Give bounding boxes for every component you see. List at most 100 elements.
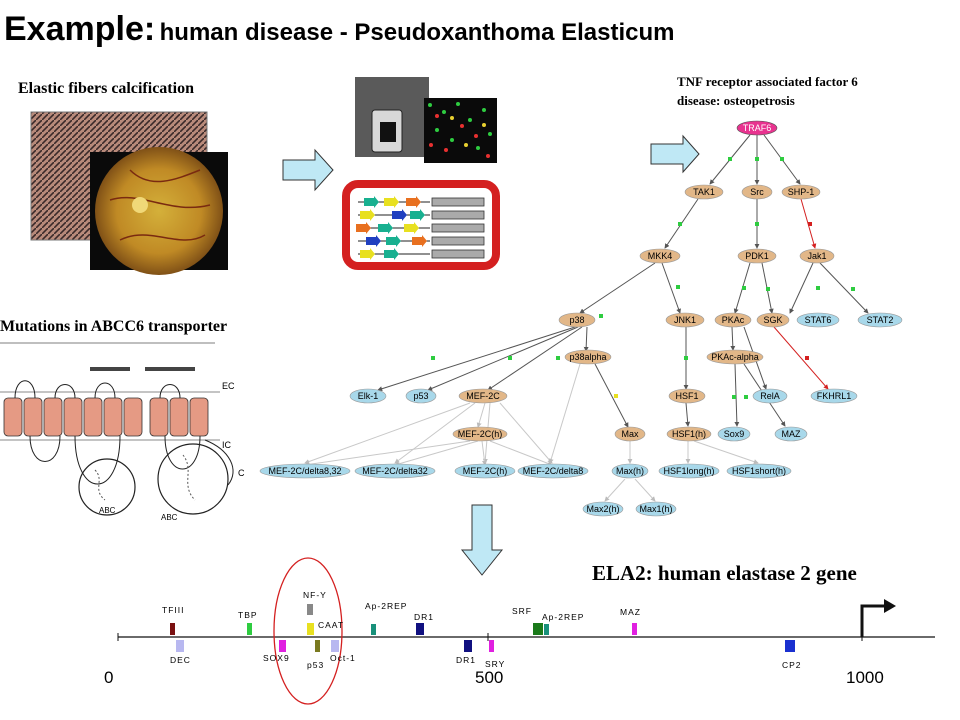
traf6-caption-line1: TNF receptor associated factor 6 [677,74,858,89]
svg-text:HSF1: HSF1 [675,391,698,401]
abc-domain-label-1: ABC [99,506,116,515]
node-sox9: Sox9 [717,426,751,442]
axis-tick-1000: 1000 [846,668,884,687]
node-max-h: Max(h) [611,463,649,479]
site-ap2rep-1: Ap-2REP [365,601,407,611]
svg-text:MAZ: MAZ [782,429,802,439]
svg-text:MEF-2C: MEF-2C [466,391,500,401]
svg-text:Jak1: Jak1 [807,251,826,261]
mutations-label: Mutations in ABCC6 transporter [0,318,228,335]
microarray-image [355,77,497,163]
node-pkac-alpha: PKAc-alpha [706,349,764,365]
elastic-fibers-label: Elastic fibers calcification [18,80,194,97]
site-cp2: CP2 [782,660,802,670]
node-jnk1: JNK1 [665,312,705,328]
c-terminus-label: C [238,468,245,478]
node-stat2: STAT2 [857,312,903,328]
svg-text:MEF-2C/delta8: MEF-2C/delta8 [523,466,584,476]
svg-text:Sox9: Sox9 [724,429,745,439]
node-mef2c-delta32: MEF-2C/delta32 [354,463,436,479]
node-stat6: STAT6 [796,312,840,328]
node-shp1: SHP-1 [781,184,821,200]
svg-text:MEF-2C(h): MEF-2C(h) [458,429,503,439]
svg-text:STAT2: STAT2 [867,315,894,325]
abcc6-membrane-topology: EC IC C ABC ABC [0,342,245,522]
svg-text:MEF-2C/delta32: MEF-2C/delta32 [362,466,428,476]
svg-text:Max: Max [621,429,639,439]
node-mef2c-delta832: MEF-2C/delta8,32 [259,463,351,479]
node-mkk4: MKK4 [639,248,681,264]
svg-text:Elk-1: Elk-1 [358,391,379,401]
svg-text:STAT6: STAT6 [805,315,832,325]
svg-text:TAK1: TAK1 [693,187,715,197]
site-sry: SRY [485,659,505,669]
svg-text:Max1(h): Max1(h) [639,504,672,514]
site-dec: DEC [170,655,191,665]
svg-text:FKHRL1: FKHRL1 [817,391,852,401]
page-title: Example: human disease - Pseudoxanthoma … [4,10,675,48]
node-src: Src [741,184,773,200]
svg-text:p38alpha: p38alpha [569,352,606,362]
highlight-ellipse [273,557,343,705]
traf6-caption: TNF receptor associated factor 6 disease… [677,72,858,110]
node-hsf1-h: HSF1(h) [666,426,712,442]
pathway-edges [304,134,869,502]
svg-text:SHP-1: SHP-1 [788,187,815,197]
site-p53: p53 [307,660,324,670]
site-oct1: Oct-1 [330,653,356,663]
retina-fundus-image [90,147,228,275]
node-pkac: PKAc [714,312,752,328]
node-jak1: Jak1 [799,248,835,264]
site-tbp: TBP [238,610,258,620]
node-mef2c-delta8: MEF-2C/delta8 [517,463,589,479]
site-dr1-bottom: DR1 [456,655,476,665]
site-nfy: NF-Y [303,590,327,600]
node-max2h: Max2(h) [582,501,624,517]
svg-text:PKAc-alpha: PKAc-alpha [711,352,759,362]
traf6-caption-line2: disease: osteopetrosis [677,93,795,108]
site-caat: CAAT [318,620,344,630]
svg-text:p38: p38 [569,315,584,325]
site-sox9: SOX9 [263,653,290,663]
site-tfiii: TFIII [162,605,184,615]
svg-text:HSF1short(h): HSF1short(h) [732,466,786,476]
ela2-caption: ELA2: human elastase 2 gene [592,561,857,585]
svg-text:RelA: RelA [760,391,780,401]
node-hsf1long: HSF1long(h) [658,463,720,479]
svg-text:PDK1: PDK1 [745,251,769,261]
node-elk1: Elk-1 [349,388,387,404]
site-srf: SRF [512,606,532,616]
svg-text:MKK4: MKK4 [648,251,673,261]
ela2-promoter-map: 0 500 1000 TFIII TBP NF-Y CAAT Ap-2REP D… [104,557,935,705]
node-p38: p38 [558,312,596,328]
svg-text:HSF1long(h): HSF1long(h) [663,466,714,476]
node-tak1: TAK1 [684,184,724,200]
node-mef2c-h: MEF-2C(h) [452,426,508,442]
node-fkhrl1: FKHRL1 [810,388,858,404]
svg-text:MEF-2C/delta8,32: MEF-2C/delta8,32 [268,466,341,476]
node-max: Max [614,426,646,442]
node-maz: MAZ [774,426,808,442]
node-rela: RelA [752,388,788,404]
axis-tick-500: 500 [475,668,503,687]
svg-text:Src: Src [750,187,764,197]
pathway-nodes: TRAF6 TAK1 Src SHP-1 MKK4 PDK1 Jak1 [259,120,903,517]
node-p53: p53 [405,388,437,404]
node-max1h: Max1(h) [635,501,677,517]
site-maz: MAZ [620,607,641,617]
right-arrow-2 [650,134,700,174]
node-mef2c: MEF-2C [458,388,508,404]
site-ap2rep-2: Ap-2REP [542,612,584,622]
svg-text:TRAF6: TRAF6 [743,123,772,133]
svg-text:PKAc: PKAc [722,315,745,325]
node-mef2c-h-leaf: MEF-2C(h) [454,463,516,479]
transcription-start-arrow [860,604,888,637]
node-p38alpha: p38alpha [564,349,612,365]
site-dr1-top: DR1 [414,612,434,622]
ic-label: IC [222,440,232,450]
right-arrow-1 [282,148,334,192]
node-traf6: TRAF6 [736,120,778,136]
svg-text:HSF1(h): HSF1(h) [672,429,706,439]
node-pdk1: PDK1 [737,248,777,264]
